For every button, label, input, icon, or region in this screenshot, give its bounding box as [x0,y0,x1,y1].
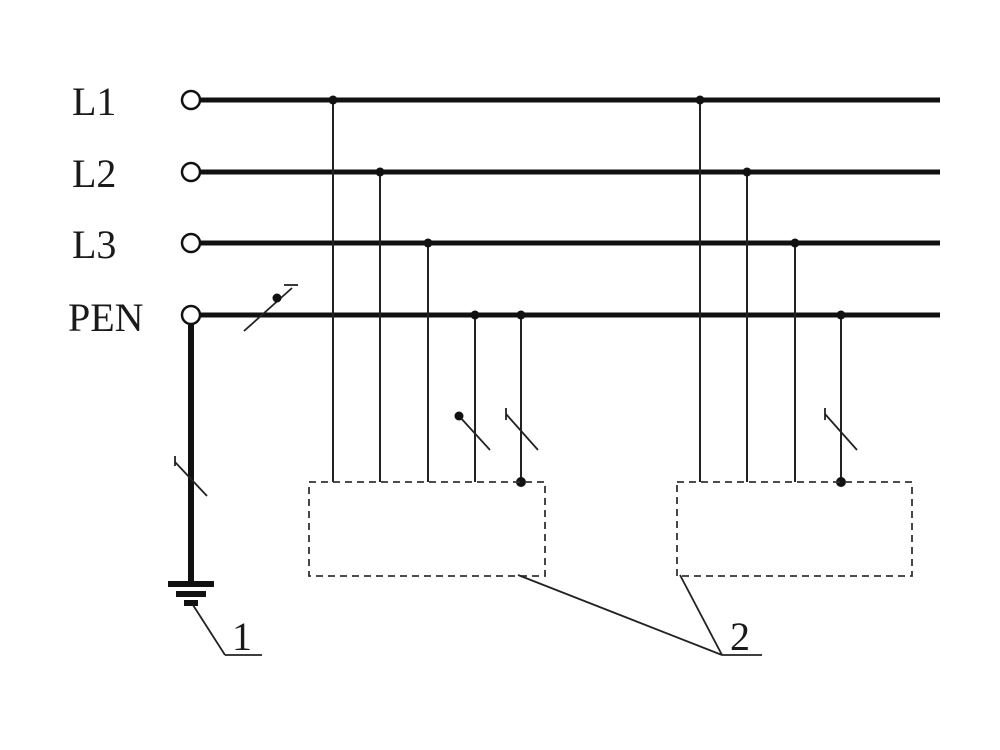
terminal-l3 [180,232,202,254]
terminal-pen [180,304,202,326]
callout-2-leader [517,574,762,656]
bus-label-l3: L3 [72,222,116,267]
terminal-l2 [180,161,202,183]
terminal-l1 [180,89,202,111]
consumer-2-taps [695,95,846,487]
pen-break-mark [243,284,298,332]
earthing-break-mark [174,461,208,497]
bus-label-pen: PEN [68,295,144,340]
ground-symbol [168,581,214,606]
callout-1-leader [192,604,262,656]
consumer-1-taps [328,95,526,487]
bus-label-l1: L1 [72,79,116,124]
consumer-2-break-mark [824,408,858,451]
consumer-1-break-marks [454,408,539,451]
callout-1-label: 1 [232,614,252,659]
callout-2-label: 2 [730,614,750,659]
consumer-2-enclosure [676,481,913,577]
consumer-1-enclosure [308,481,546,577]
bus-label-l2: L2 [72,151,116,196]
